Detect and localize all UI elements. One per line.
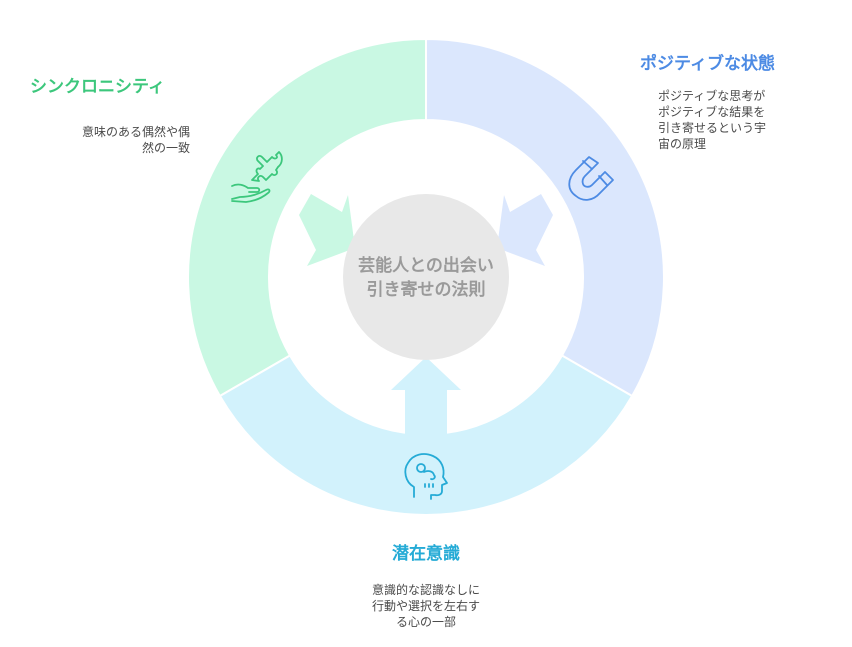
positive-state-title: ポジティブな状態 xyxy=(640,54,775,74)
synchronicity-title: シンクロニシティ xyxy=(30,77,165,97)
segment-synchronicity xyxy=(187,37,427,398)
arrow-synchronicity xyxy=(299,194,355,266)
head-mind-icon xyxy=(404,453,448,500)
arrow-positive xyxy=(497,194,553,266)
center-label: 芸能人との出会い 引き寄せの法則 xyxy=(358,256,494,300)
center-circle xyxy=(343,194,509,360)
puzzle-hand-icon xyxy=(231,151,283,203)
arrow-subconscious xyxy=(391,357,461,436)
segment-positive xyxy=(425,37,665,398)
magnet-icon xyxy=(568,156,614,201)
positive-state-description: ポジティブな思考が ポジティブな結果を 引き寄せるという宇 宙の原理 xyxy=(658,89,767,151)
subconscious-description: 意識的な認識なしに 行動や選択を左右す る心の一部 xyxy=(371,583,480,629)
subconscious-title: 潜在意識 xyxy=(392,544,460,564)
synchronicity-description: 意味のある偶然や偶 然の一致 xyxy=(81,125,190,155)
